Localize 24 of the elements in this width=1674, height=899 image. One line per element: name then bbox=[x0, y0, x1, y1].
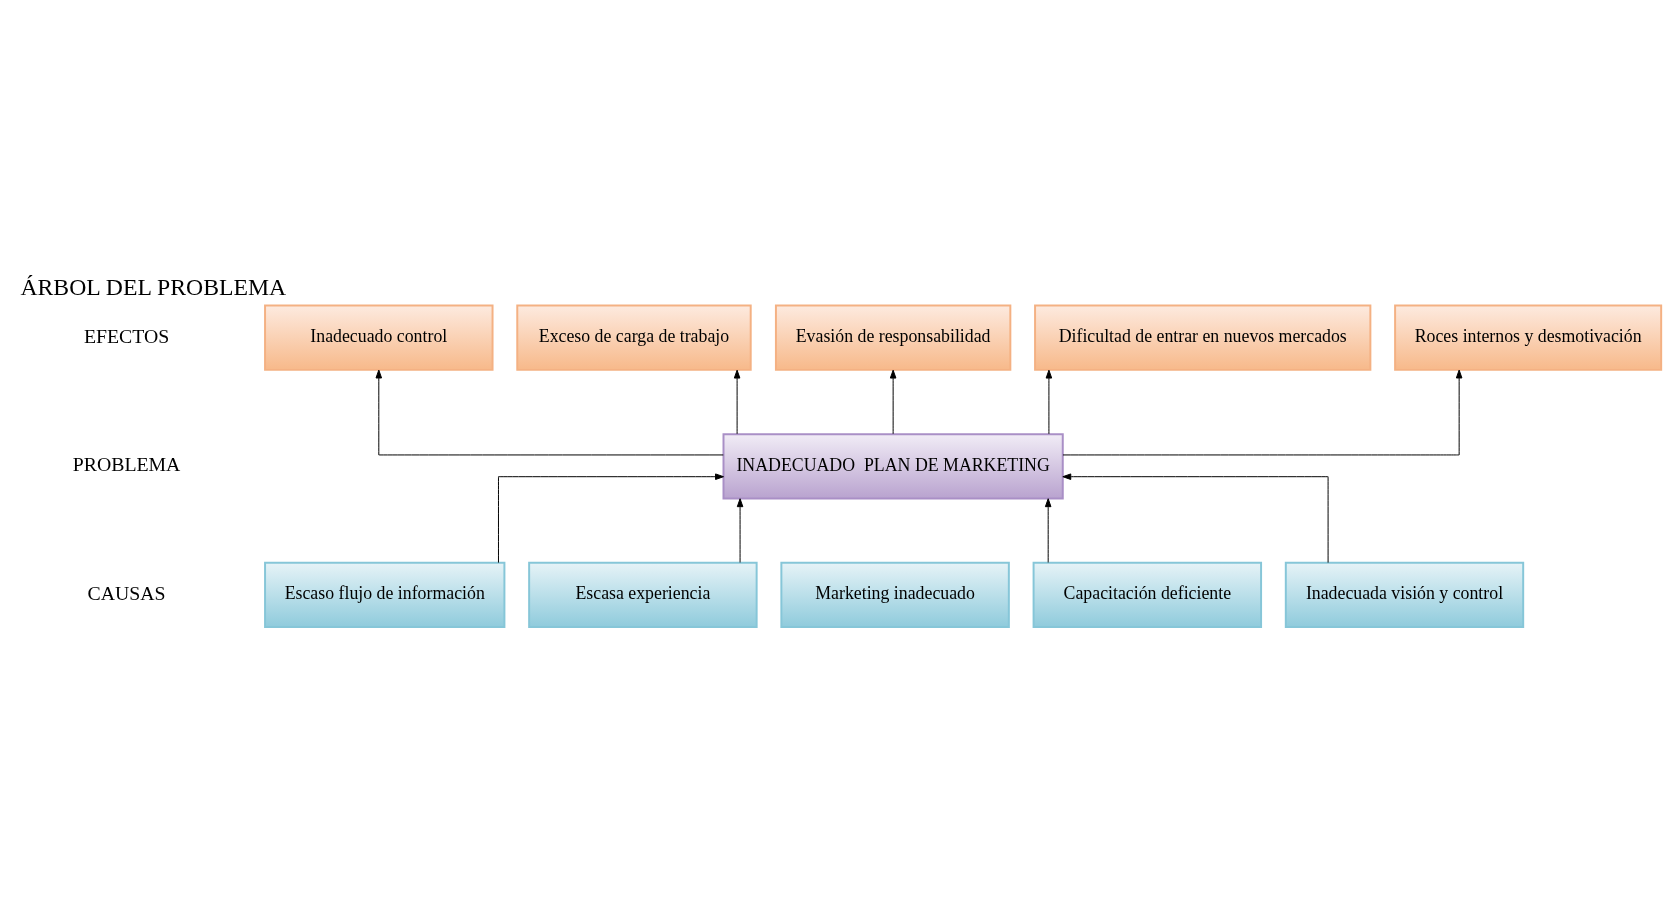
label: PROBLEMA bbox=[72, 453, 181, 476]
arrow bbox=[889, 369, 897, 435]
node-box: Inadecuado control bbox=[264, 304, 494, 371]
node-box: Inadecuada visión y control bbox=[1284, 561, 1525, 629]
node-box: Capacitación deficiente bbox=[1032, 561, 1263, 629]
arrow bbox=[736, 498, 744, 563]
node-box: Marketing inadecuado bbox=[780, 561, 1010, 629]
label: CAUSAS bbox=[87, 581, 166, 604]
arrow bbox=[1045, 369, 1053, 435]
node-box: Evasión de responsabilidad bbox=[774, 304, 1012, 371]
arrow bbox=[1044, 498, 1052, 563]
node-box: Exceso de carga de trabajo bbox=[516, 304, 752, 371]
arrow bbox=[733, 369, 741, 435]
node-box: Escaso flujo de información bbox=[264, 561, 506, 629]
arrow bbox=[1062, 369, 1463, 456]
label: EFECTOS bbox=[83, 324, 170, 347]
node-box: Escasa experiencia bbox=[528, 561, 758, 629]
arrow bbox=[1062, 473, 1329, 564]
diagram-title: ÁRBOL DEL PROBLEMA bbox=[20, 273, 287, 300]
node-box: Roces internos y desmotivación bbox=[1394, 304, 1663, 371]
node-box: Dificultad de entrar en nuevos mercados bbox=[1034, 304, 1372, 371]
arrow bbox=[375, 369, 724, 456]
arrow bbox=[498, 473, 724, 564]
node-box: INADECUADO PLAN DE MARKETING bbox=[722, 433, 1064, 500]
